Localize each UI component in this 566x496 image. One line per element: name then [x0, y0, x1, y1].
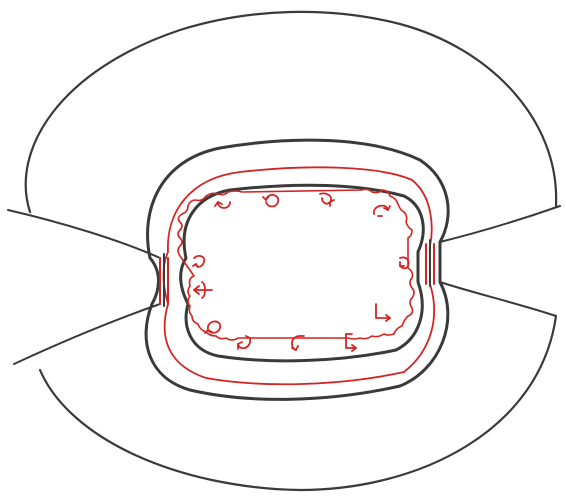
- curved-arrow-icon: [215, 202, 230, 208]
- curved-arrow-icon: [263, 195, 278, 207]
- right-wedge-lower-line: [440, 282, 556, 316]
- left-wedge-lower-line: [14, 304, 160, 364]
- curved-arrow-icon: [194, 282, 212, 298]
- outer-lower-lobe: [40, 316, 556, 490]
- curved-arrow-icon: [346, 334, 356, 351]
- curved-arrow-icon: [205, 321, 220, 333]
- curved-arrow-icon: [320, 193, 334, 206]
- curved-arrow-icon: [193, 256, 204, 267]
- left-wedge-upper-line: [8, 210, 160, 258]
- arrows-group: [193, 193, 409, 351]
- curved-arrow-icon: [376, 304, 390, 321]
- outer-upper-lobe: [26, 12, 556, 212]
- curved-arrow-icon: [374, 206, 390, 216]
- right-wedge-upper-line: [440, 206, 560, 242]
